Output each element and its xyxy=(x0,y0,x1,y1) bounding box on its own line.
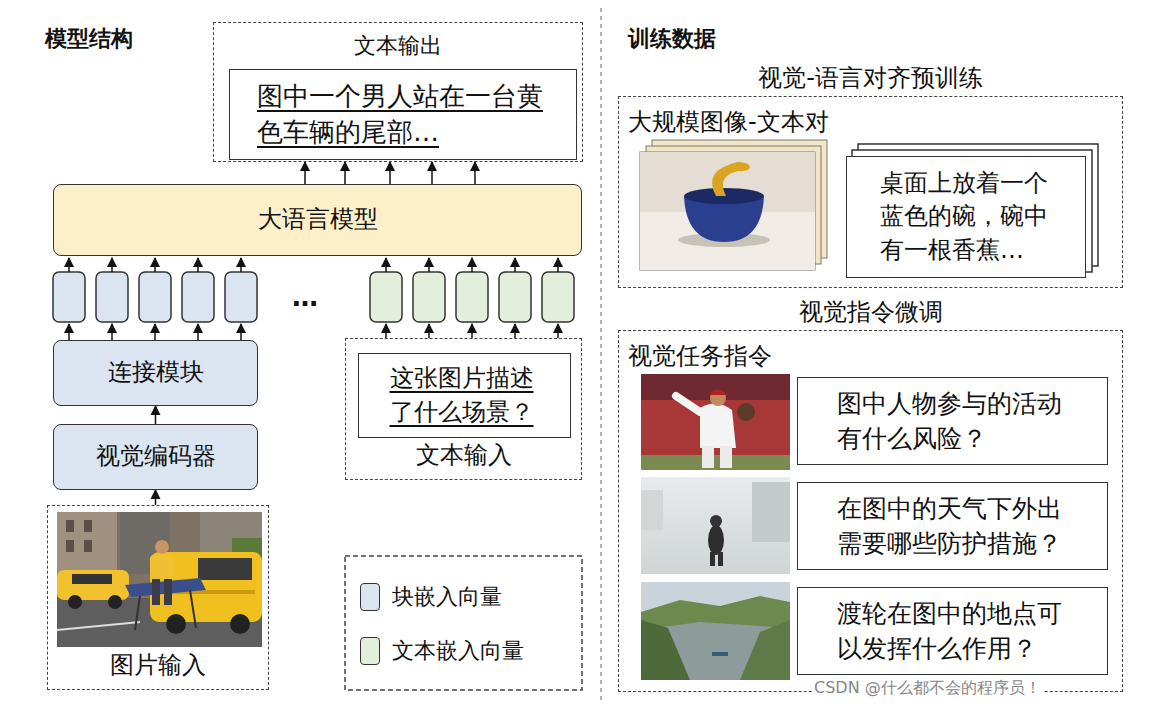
output-box: 图中一个男人站在一台黄色车辆的尾部… xyxy=(229,69,577,160)
arrow-connector xyxy=(304,162,306,184)
node-label: 视觉指令微调 xyxy=(799,296,943,330)
node-label: 大语言模型 xyxy=(258,203,378,237)
pitcher-photo xyxy=(641,374,790,470)
legend-item: 文本嵌入向量 xyxy=(360,636,524,667)
section-heading: 训练数据 xyxy=(628,24,716,54)
group-subheading: 大规模图像-文本对 xyxy=(628,106,829,140)
arrow-connector xyxy=(474,162,476,184)
fog-photo xyxy=(641,477,790,574)
node-label: 连接模块 xyxy=(108,356,204,390)
llm-box: 大语言模型 xyxy=(53,184,582,256)
question-box: 在图中的天气下外出需要哪些防护措施？ xyxy=(797,482,1108,570)
section-heading: 模型结构 xyxy=(45,24,133,54)
legend-text: 块嵌入向量 xyxy=(392,582,502,613)
node-label: 文本输入 xyxy=(416,439,512,473)
legend-frame xyxy=(345,556,582,690)
photo-stack xyxy=(640,140,827,270)
node-label: 这张图片描述了什么场景？ xyxy=(390,362,540,429)
arrow-connector xyxy=(155,490,157,505)
node-label: 桌面上放着一个蓝色的碗，碗中有一根香蕉… xyxy=(880,167,1052,268)
question-box: 图中人物参与的活动有什么风险？ xyxy=(797,377,1108,465)
pretrain-group: 视觉-语言对齐预训练大规模图像-文本对桌面上放着一个蓝色的碗，碗中有一根香蕉… xyxy=(618,62,1123,288)
node-label: 视觉-语言对齐预训练 xyxy=(758,62,983,96)
street-photo xyxy=(57,512,262,647)
river-photo xyxy=(641,582,790,680)
legend-item: 块嵌入向量 xyxy=(360,582,502,613)
legend-swatch xyxy=(360,637,380,665)
arrow-connector xyxy=(344,162,346,184)
arrow-connector xyxy=(389,162,391,184)
question-box: 渡轮在图中的地点可以发挥什么作用？ xyxy=(797,587,1108,675)
legend-text: 文本嵌入向量 xyxy=(392,636,524,667)
instruction-group: 视觉指令微调视觉任务指令图中人物参与的活动有什么风险？ 在图中的天气下外出需要哪些… xyxy=(618,296,1123,692)
node-label: 文本输出 xyxy=(354,31,442,62)
arrow-connector xyxy=(155,406,157,424)
node-label: 渡轮在图中的地点可以发挥什么作用？ xyxy=(837,596,1069,666)
watermark: CSDN @什么都不会的程序员！ xyxy=(812,678,1043,699)
ellipsis: … xyxy=(292,282,318,312)
node-label: 图中一个男人站在一台黄色车辆的尾部… xyxy=(257,78,549,151)
connector-box: 连接模块 xyxy=(53,340,258,406)
token-arrows xyxy=(69,258,558,340)
text-input-group: 文本输入 这张图片描述了什么场景？ xyxy=(345,338,582,480)
text-embeddings xyxy=(370,272,574,322)
image-input-group: 图片输入 xyxy=(47,505,269,690)
prompt-box: 这张图片描述了什么场景？ xyxy=(358,353,571,438)
group-subheading: 视觉任务指令 xyxy=(628,340,772,374)
node-label: 图中人物参与的活动有什么风险？ xyxy=(837,386,1069,456)
output-group: 文本输出图中一个男人站在一台黄色车辆的尾部… xyxy=(213,22,583,162)
node-label: 图片输入 xyxy=(110,649,206,683)
encoder-box: 视觉编码器 xyxy=(53,424,258,490)
caption-card: 桌面上放着一个蓝色的碗，碗中有一根香蕉… xyxy=(846,156,1086,278)
node-label: 视觉编码器 xyxy=(96,440,216,474)
legend-swatch xyxy=(360,583,380,611)
arrow-connector xyxy=(431,162,433,184)
patch-embeddings xyxy=(53,272,257,322)
bowl-photo xyxy=(640,152,815,270)
node-label: 在图中的天气下外出需要哪些防护措施？ xyxy=(837,491,1069,561)
divider-line xyxy=(600,8,602,700)
